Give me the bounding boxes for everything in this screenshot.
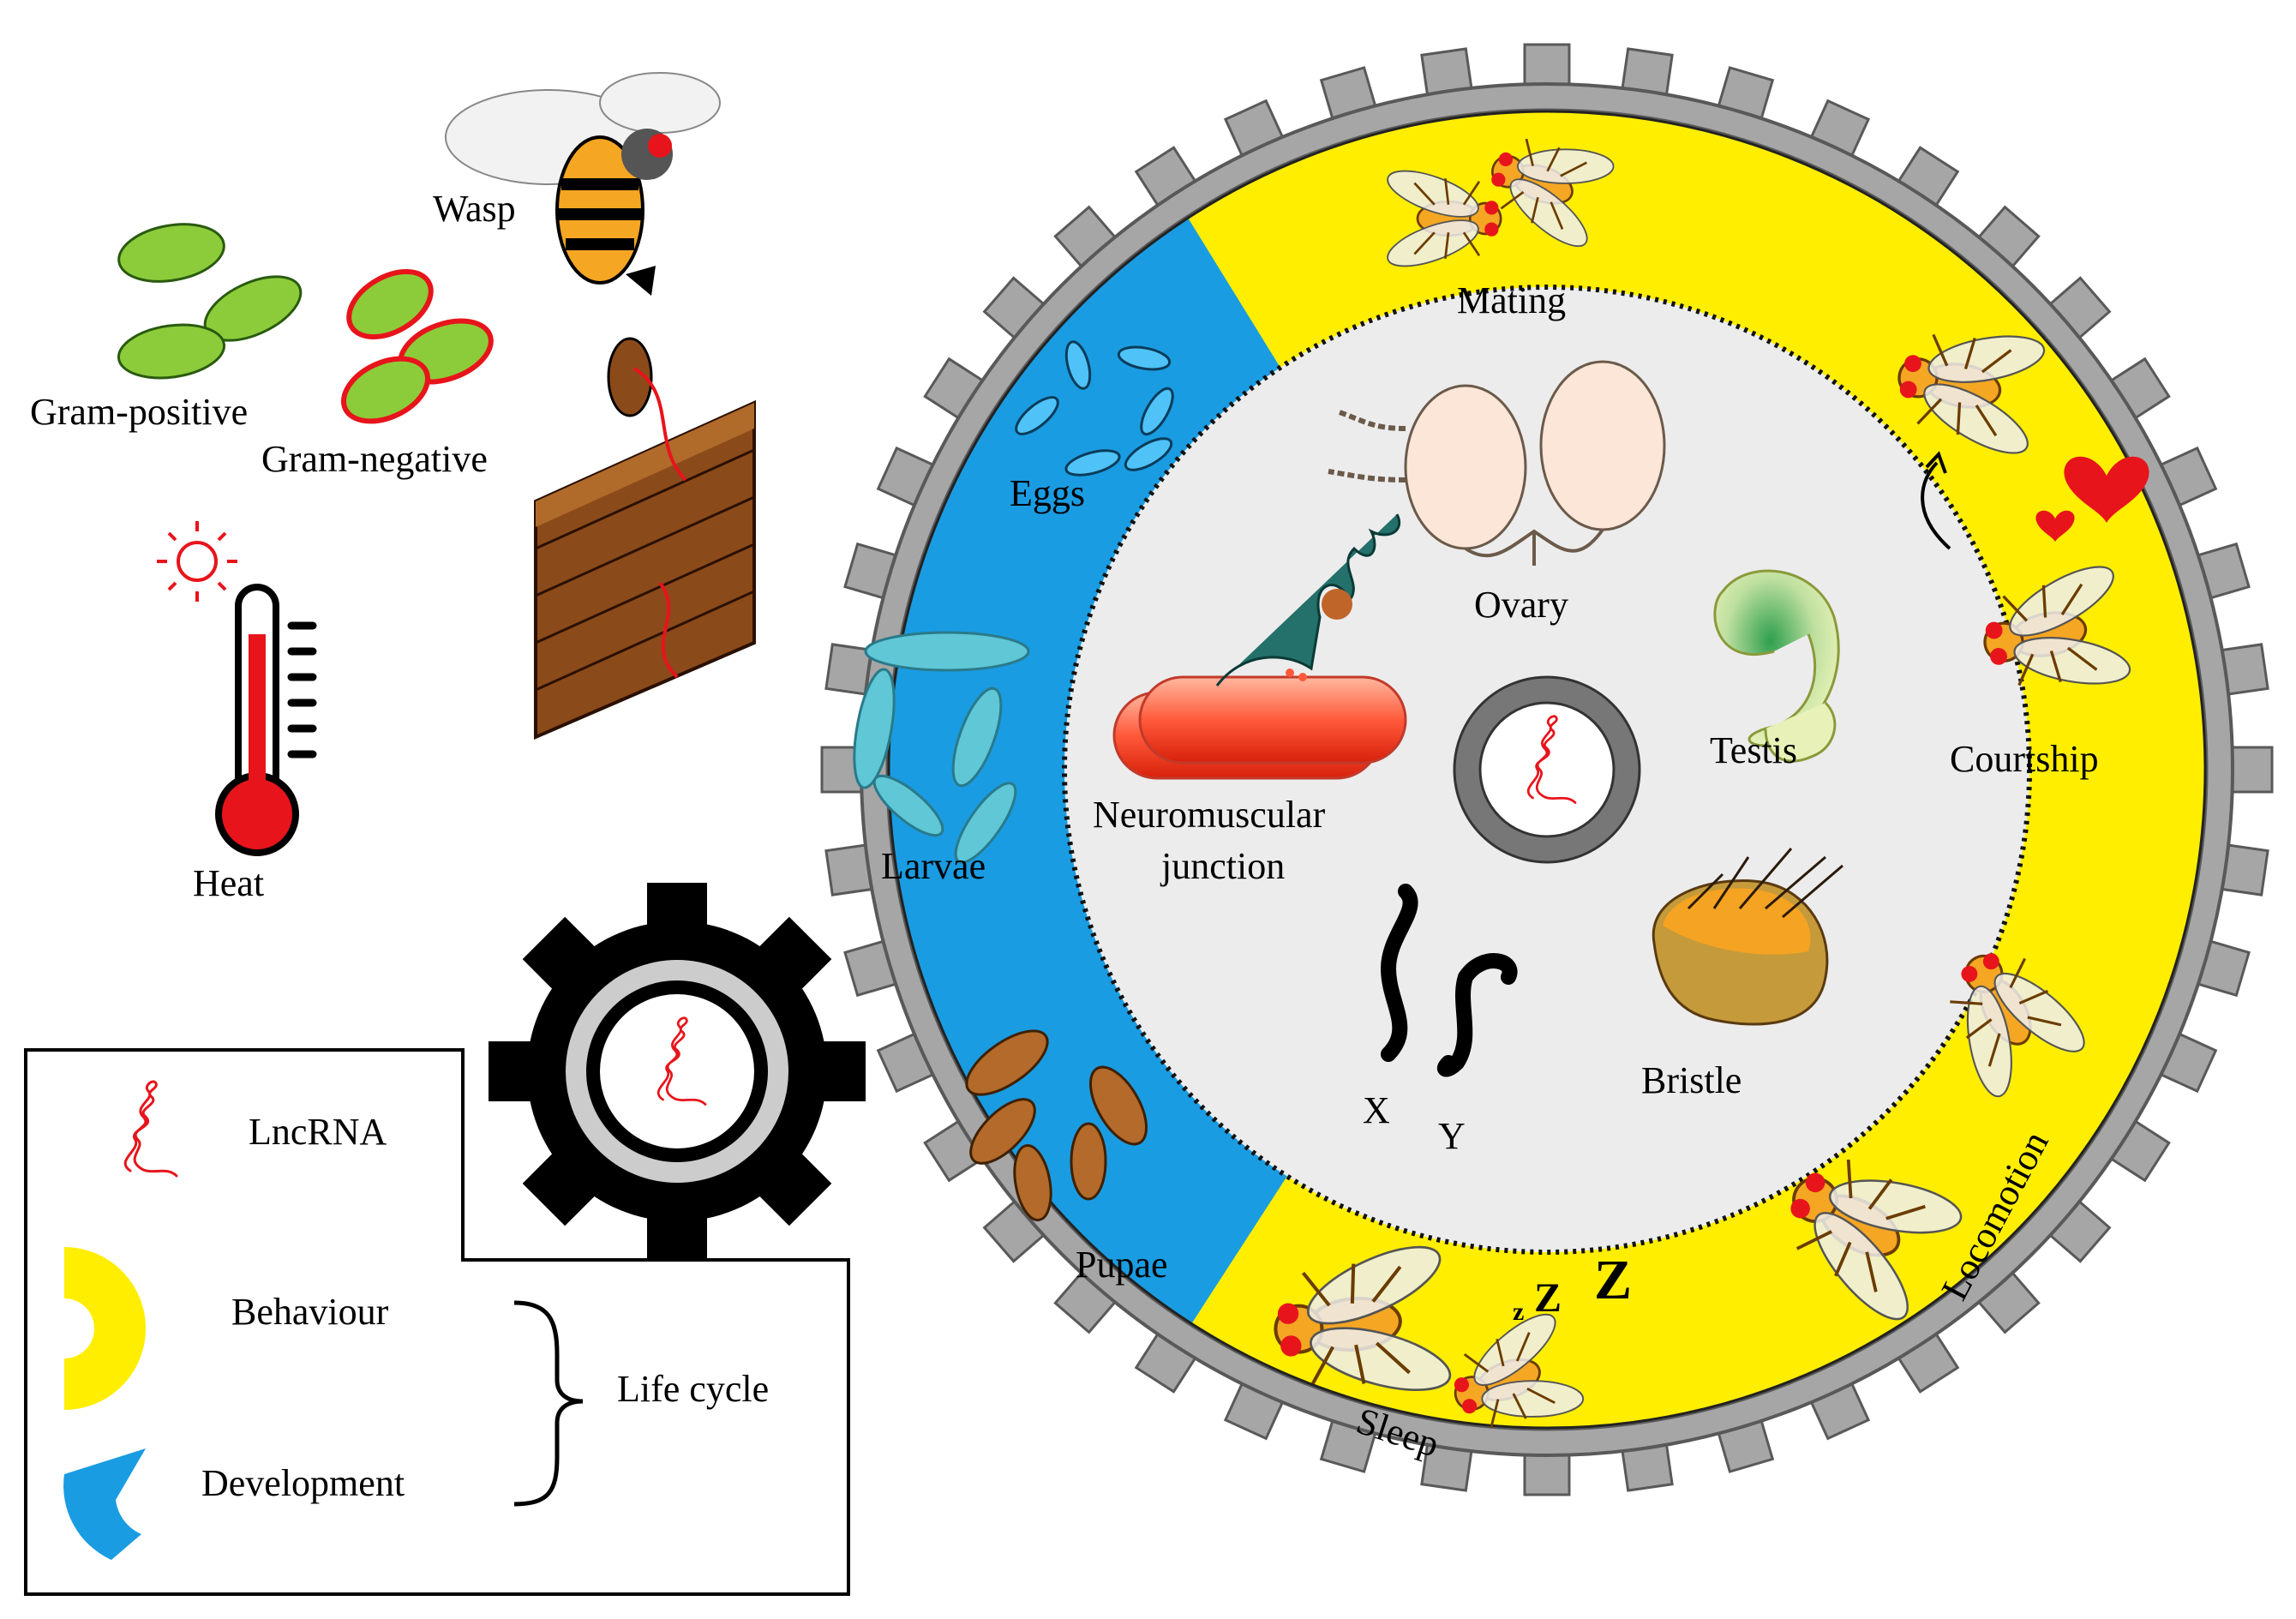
- small-gear-icon: [489, 883, 866, 1260]
- xy-chromosomes-illustration: [1380, 884, 1518, 1077]
- bristle-illustration: [1652, 848, 1843, 1026]
- ovary-label: Ovary: [1474, 584, 1568, 626]
- wasp-illustration: [445, 72, 721, 296]
- bristle-label: Bristle: [1641, 1059, 1741, 1101]
- gram-positive-bacteria-icon: [117, 223, 303, 380]
- nmj-label-line2: junction: [1160, 845, 1285, 887]
- legend-life-cycle-label: Life cycle: [617, 1368, 769, 1410]
- development-sector: [888, 218, 1287, 1324]
- pupae-illustration: [965, 1029, 1148, 1221]
- neuromuscular-junction-illustration: [1112, 513, 1407, 780]
- svg-text:Z: Z: [1534, 1275, 1562, 1321]
- gear-tooth: [755, 916, 832, 993]
- wasp-label: Wasp: [433, 188, 516, 230]
- mating-label: Mating: [1457, 279, 1566, 321]
- gear-tooth: [522, 1149, 599, 1226]
- brick-wall-icon: [534, 337, 756, 741]
- heat-label: Heat: [193, 862, 264, 904]
- x-chromosome-label: X: [1363, 1089, 1390, 1131]
- zzz-icon: z: [1513, 1298, 1524, 1326]
- larvae-illustration: [853, 631, 1030, 864]
- sleep-flies-illustration: z Z Z: [1268, 1231, 1632, 1457]
- life-cycle-brace: [513, 1300, 584, 1507]
- gear-tooth: [755, 1149, 832, 1226]
- gram-negative-bacteria-icon: [340, 269, 494, 424]
- thermometer-icon: [157, 521, 317, 856]
- ovary-illustration: [1328, 360, 1666, 566]
- main-gear: [820, 43, 2274, 1496]
- eggs-label: Eggs: [1010, 472, 1085, 514]
- small-heart-icon: [2035, 510, 2075, 542]
- gram-positive-label: Gram-positive: [30, 391, 248, 433]
- legend: LncRNA Behaviour Development Life cycle: [24, 1048, 850, 1596]
- gear-tooth: [818, 1041, 866, 1101]
- legend-behaviour-swatch: [64, 1247, 146, 1410]
- eggs-illustration: [1015, 340, 1174, 477]
- heart-icon: [2064, 456, 2149, 523]
- gear-tooth: [489, 1041, 537, 1101]
- gear-tooth: [522, 916, 599, 993]
- svg-text:Z: Z: [1594, 1249, 1632, 1311]
- y-chromosome-label: Y: [1438, 1115, 1466, 1157]
- courtship-label: Courtship: [1950, 738, 2099, 780]
- legend-lncrna-label: LncRNA: [249, 1111, 387, 1153]
- nmj-label-line1: Neuromuscular: [1093, 794, 1326, 836]
- legend-development-swatch: [63, 1448, 146, 1560]
- larvae-label: Larvae: [881, 845, 986, 887]
- testis-label: Testis: [1710, 729, 1797, 771]
- legend-behaviour-label: Behaviour: [231, 1291, 389, 1333]
- gram-negative-label: Gram-negative: [261, 438, 488, 480]
- testis-illustration: [1713, 569, 1840, 763]
- legend-development-label: Development: [201, 1462, 405, 1504]
- pupae-label: Pupae: [1076, 1244, 1168, 1286]
- courtship-flies-illustration: [1885, 304, 2149, 716]
